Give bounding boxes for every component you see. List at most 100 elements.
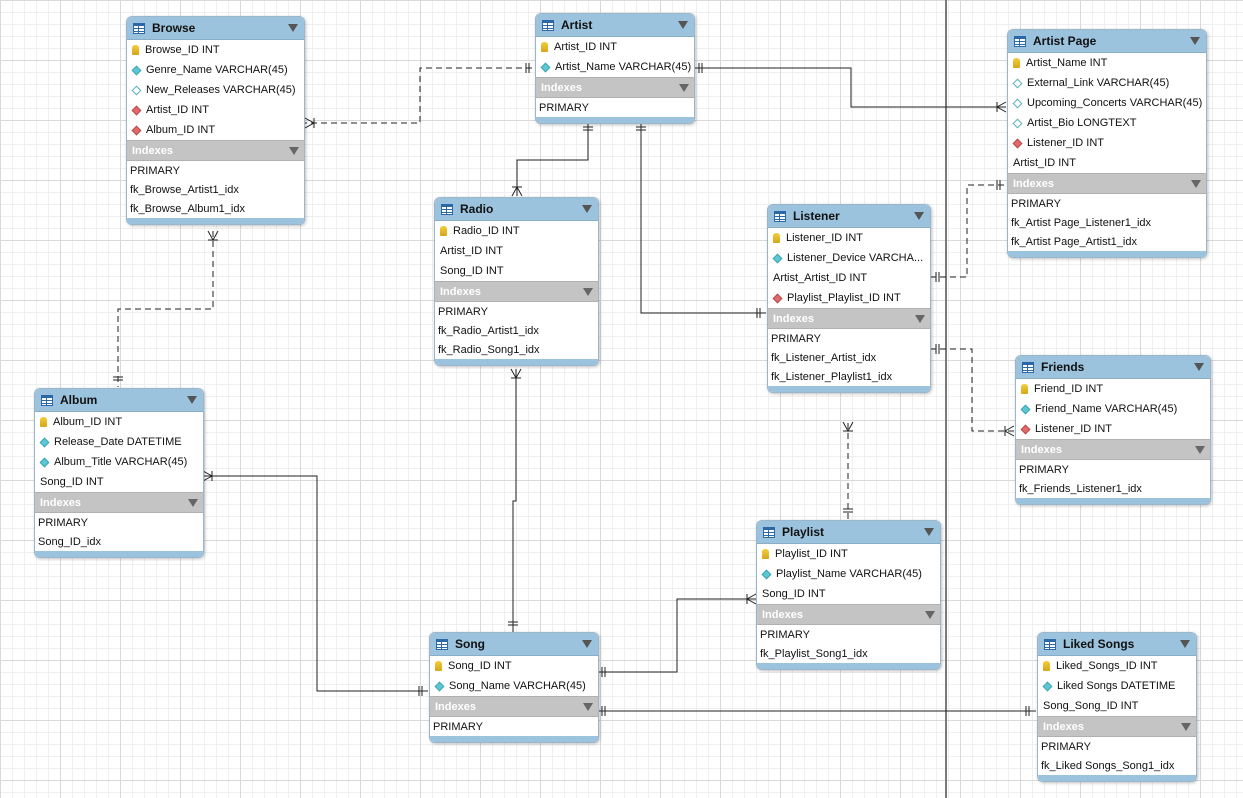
table-header[interactable]: Radio	[435, 198, 598, 221]
column-row[interactable]: Release_Date DATETIME	[35, 432, 203, 452]
indexes-header[interactable]: Indexes	[536, 77, 694, 98]
column-row[interactable]: Artist_ID INT	[1008, 153, 1206, 173]
table-header[interactable]: Album	[35, 389, 203, 412]
column-row[interactable]: Upcoming_Concerts VARCHAR(45)	[1008, 93, 1206, 113]
collapse-arrow-icon[interactable]	[925, 610, 935, 619]
column-row[interactable]: Album_ID INT	[35, 412, 203, 432]
collapse-arrow-icon[interactable]	[915, 314, 925, 323]
column-row[interactable]: Artist_Name VARCHAR(45)	[536, 57, 694, 77]
column-row[interactable]: Playlist_ID INT	[757, 544, 940, 564]
index-row[interactable]: PRIMARY	[771, 332, 821, 345]
table-header[interactable]: Artist Page	[1008, 30, 1206, 53]
column-row[interactable]: Song_ID INT	[757, 584, 940, 604]
index-row[interactable]: PRIMARY	[433, 720, 483, 733]
index-row[interactable]: fk_Browse_Album1_idx	[130, 202, 245, 215]
collapse-arrow-icon[interactable]	[679, 83, 689, 92]
column-row[interactable]: Album_Title VARCHAR(45)	[35, 452, 203, 472]
index-row[interactable]: fk_Radio_Song1_idx	[438, 343, 540, 356]
indexes-header[interactable]: Indexes	[430, 696, 598, 717]
column-row[interactable]: External_Link VARCHAR(45)	[1008, 73, 1206, 93]
index-row[interactable]: Song_ID_idx	[38, 535, 101, 548]
column-row[interactable]: Album_ID INT	[127, 120, 304, 140]
indexes-header[interactable]: Indexes	[757, 604, 940, 625]
column-row[interactable]: Artist_ID INT	[435, 241, 598, 261]
index-row[interactable]: fk_Liked Songs_Song1_idx	[1041, 759, 1175, 772]
indexes-header[interactable]: Indexes	[1038, 716, 1196, 737]
collapse-arrow-icon[interactable]	[924, 528, 934, 536]
indexes-header[interactable]: Indexes	[435, 281, 598, 302]
column-row[interactable]: Artist_Artist_ID INT	[768, 268, 930, 288]
collapse-arrow-icon[interactable]	[188, 498, 198, 507]
index-row[interactable]: PRIMARY	[38, 516, 88, 529]
index-row[interactable]: fk_Artist Page_Artist1_idx	[1011, 235, 1137, 248]
collapse-arrow-icon[interactable]	[289, 146, 299, 155]
collapse-arrow-icon[interactable]	[1190, 37, 1200, 45]
column-row[interactable]: Song_Name VARCHAR(45)	[430, 676, 598, 696]
indexes-header[interactable]: Indexes	[1008, 173, 1206, 194]
table-header[interactable]: Browse	[127, 17, 304, 40]
column-row[interactable]: Song_Song_ID INT	[1038, 696, 1196, 716]
column-row[interactable]: Artist_ID INT	[536, 37, 694, 57]
index-row[interactable]: fk_Radio_Artist1_idx	[438, 324, 539, 337]
collapse-arrow-icon[interactable]	[1181, 722, 1191, 731]
column-row[interactable]: Friend_ID INT	[1016, 379, 1210, 399]
index-row[interactable]: fk_Listener_Playlist1_idx	[771, 370, 893, 383]
index-row[interactable]: PRIMARY	[1041, 740, 1091, 753]
index-row[interactable]: fk_Artist Page_Listener1_idx	[1011, 216, 1152, 229]
collapse-arrow-icon[interactable]	[678, 21, 688, 29]
table-header[interactable]: Song	[430, 633, 598, 656]
indexes-header[interactable]: Indexes	[768, 308, 930, 329]
column-row[interactable]: Artist_ID INT	[127, 100, 304, 120]
table-header[interactable]: Friends	[1016, 356, 1210, 379]
collapse-arrow-icon[interactable]	[1195, 445, 1205, 454]
indexes-header[interactable]: Indexes	[35, 492, 203, 513]
column-row[interactable]: Playlist_Name VARCHAR(45)	[757, 564, 940, 584]
collapse-arrow-icon[interactable]	[288, 24, 298, 32]
column-row[interactable]: Friend_Name VARCHAR(45)	[1016, 399, 1210, 419]
collapse-arrow-icon[interactable]	[582, 640, 592, 648]
collapse-arrow-icon[interactable]	[187, 396, 197, 404]
index-row[interactable]: PRIMARY	[1011, 197, 1061, 210]
index-row[interactable]: fk_Browse_Artist1_idx	[130, 183, 239, 196]
index-row[interactable]: PRIMARY	[130, 164, 180, 177]
table-header[interactable]: Listener	[768, 205, 930, 228]
column-row[interactable]: Genre_Name VARCHAR(45)	[127, 60, 304, 80]
table-header[interactable]: Artist	[536, 14, 694, 37]
column-row[interactable]: New_Releases VARCHAR(45)	[127, 80, 304, 100]
index-row[interactable]: fk_Friends_Listener1_idx	[1019, 482, 1142, 495]
collapse-arrow-icon[interactable]	[583, 702, 593, 711]
column-row[interactable]: Liked_Songs_ID INT	[1038, 656, 1196, 676]
index-row[interactable]: fk_Playlist_Song1_idx	[760, 647, 868, 660]
column-row[interactable]: Listener_ID INT	[1016, 419, 1210, 439]
column-row[interactable]: Artist_Name INT	[1008, 53, 1206, 73]
column-row[interactable]: Artist_Bio LONGTEXT	[1008, 113, 1206, 133]
collapse-arrow-icon[interactable]	[914, 212, 924, 220]
column-row[interactable]: Song_ID INT	[435, 261, 598, 281]
index-row[interactable]: fk_Listener_Artist_idx	[771, 351, 877, 364]
indexes-header[interactable]: Indexes	[127, 140, 304, 161]
index-row[interactable]: PRIMARY	[539, 101, 589, 114]
column-row[interactable]: Radio_ID INT	[435, 221, 598, 241]
collapse-arrow-icon[interactable]	[582, 205, 592, 213]
collapse-arrow-icon[interactable]	[1180, 640, 1190, 648]
index-row[interactable]: PRIMARY	[760, 628, 810, 641]
column-row[interactable]: Playlist_Playlist_ID INT	[768, 288, 930, 308]
indexes-header[interactable]: Indexes	[1016, 439, 1210, 460]
index-row[interactable]: PRIMARY	[1019, 463, 1069, 476]
collapse-arrow-icon[interactable]	[583, 287, 593, 296]
collapse-arrow-icon[interactable]	[1191, 179, 1201, 188]
table-header[interactable]: Liked Songs	[1038, 633, 1196, 656]
column-row[interactable]: Song_ID INT	[430, 656, 598, 676]
column-row[interactable]: Liked Songs DATETIME	[1038, 676, 1196, 696]
table-header[interactable]: Playlist	[757, 521, 940, 544]
column-row[interactable]: Listener_Device VARCHA...	[768, 248, 930, 268]
